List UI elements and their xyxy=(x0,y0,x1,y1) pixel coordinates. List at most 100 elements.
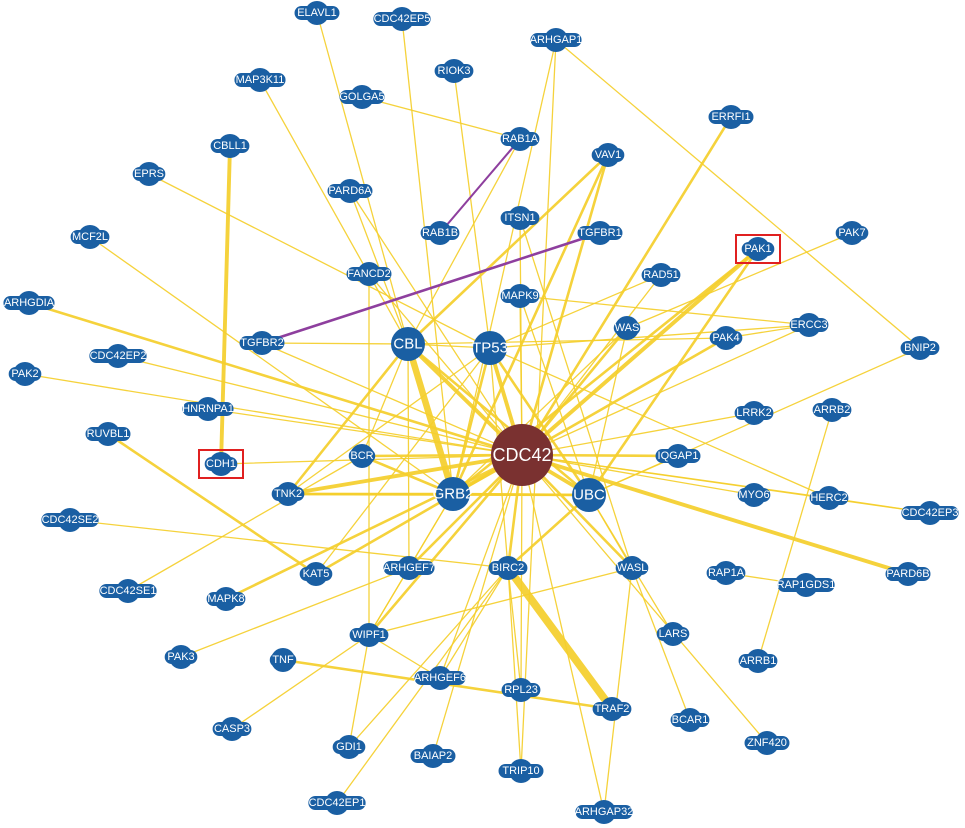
node-cdh1[interactable]: CDH1 xyxy=(204,452,238,476)
node-arhgap1[interactable]: ARHGAP1 xyxy=(530,28,583,52)
node-pill xyxy=(641,268,681,282)
node-label: LARS xyxy=(659,628,688,640)
node-ubc[interactable]: UBC xyxy=(572,478,606,512)
node-bcr[interactable]: BCR xyxy=(348,444,376,468)
node-bnip2[interactable]: BNIP2 xyxy=(900,336,940,360)
edge-birc2-cdc42ep1 xyxy=(336,567,509,804)
node-pill xyxy=(812,403,852,417)
edge-tp53-kat5 xyxy=(315,347,491,575)
node-mapk8[interactable]: MAPK8 xyxy=(206,587,246,611)
node-tp53[interactable]: TP53 xyxy=(472,331,508,365)
node-wipf1[interactable]: WIPF1 xyxy=(349,623,389,647)
node-label: EPRS xyxy=(134,168,164,180)
node-rap1gds1[interactable]: RAP1GDS1 xyxy=(777,573,836,597)
edge-birc2-trip10 xyxy=(507,567,522,772)
node-eprs[interactable]: EPRS xyxy=(132,162,166,186)
node-itsn1[interactable]: ITSN1 xyxy=(500,206,540,230)
node-map3k11[interactable]: MAP3K11 xyxy=(234,68,286,92)
node-iqgap1[interactable]: IQGAP1 xyxy=(655,444,701,468)
node-baiap2[interactable]: BAIAP2 xyxy=(410,744,456,768)
node-gdi1[interactable]: GDI1 xyxy=(332,735,366,759)
node-rab1b[interactable]: RAB1B xyxy=(420,221,460,245)
node-cbl[interactable]: CBL xyxy=(391,327,425,361)
node-myo6[interactable]: MYO6 xyxy=(737,483,771,507)
node-elavl1[interactable]: ELAVL1 xyxy=(294,1,340,25)
node-pak1[interactable]: PAK1 xyxy=(741,237,775,261)
node-pill xyxy=(577,226,623,240)
node-pak4[interactable]: PAK4 xyxy=(709,326,743,350)
node-cdc42ep3[interactable]: CDC42EP3 xyxy=(901,501,959,525)
node-was[interactable]: WAS xyxy=(613,316,641,340)
node-trip10[interactable]: TRIP10 xyxy=(498,759,544,783)
edge-birc2-cdc42se2 xyxy=(69,519,509,569)
node-traf2[interactable]: TRAF2 xyxy=(592,697,632,721)
node-znf420[interactable]: ZNF420 xyxy=(744,731,790,755)
node-vav1[interactable]: VAV1 xyxy=(591,143,625,167)
node-pill xyxy=(809,491,849,505)
node-pard6a[interactable]: PARD6A xyxy=(327,179,373,203)
node-cdc42se1[interactable]: CDC42SE1 xyxy=(99,579,157,603)
node-label: MAPK8 xyxy=(207,593,244,605)
edge-wasl-bcar1 xyxy=(631,567,691,721)
node-casp3[interactable]: CASP3 xyxy=(212,717,252,741)
node-bcar1[interactable]: BCAR1 xyxy=(670,708,710,732)
node-rap1a[interactable]: RAP1A xyxy=(706,561,746,585)
node-arrb2[interactable]: ARRB2 xyxy=(812,398,852,422)
node-label: VAV1 xyxy=(595,149,622,161)
node-pill xyxy=(89,349,147,363)
node-mapk9[interactable]: MAPK9 xyxy=(500,284,540,308)
node-riok3[interactable]: RIOK3 xyxy=(434,59,474,83)
node-tgfbr2[interactable]: TGFBR2 xyxy=(239,331,285,355)
node-pill xyxy=(204,457,238,471)
edge-cdc42ep5-grb2 xyxy=(401,18,454,495)
node-rpl23[interactable]: RPL23 xyxy=(501,678,541,702)
node-tgfbr1[interactable]: TGFBR1 xyxy=(577,221,623,245)
node-mcf2l[interactable]: MCF2L xyxy=(70,225,110,249)
node-errfi1[interactable]: ERRFI1 xyxy=(708,105,754,129)
node-tnf[interactable]: TNF xyxy=(269,648,297,672)
node-cdc42ep5[interactable]: CDC42EP5 xyxy=(373,7,431,31)
node-cdc42ep2[interactable]: CDC42EP2 xyxy=(89,344,147,368)
node-herc2[interactable]: HERC2 xyxy=(809,486,849,510)
node-tnk2[interactable]: TNK2 xyxy=(271,482,305,506)
node-golga5[interactable]: GOLGA5 xyxy=(339,85,385,109)
node-ruvbl1[interactable]: RUVBL1 xyxy=(85,422,131,446)
node-pak2[interactable]: PAK2 xyxy=(8,362,42,386)
node-cdc42[interactable]: CDC42 xyxy=(491,424,553,486)
node-fancd2[interactable]: FANCD2 xyxy=(346,262,392,286)
node-rab1a[interactable]: RAB1A xyxy=(500,127,540,151)
node-birc2[interactable]: BIRC2 xyxy=(488,556,528,580)
edge-cdc42-lrrk2 xyxy=(521,412,755,456)
node-pard6b[interactable]: PARD6B xyxy=(885,562,931,586)
edge-cdc42-pak1 xyxy=(520,247,760,457)
node-cbll1[interactable]: CBLL1 xyxy=(210,134,250,158)
node-pak3[interactable]: PAK3 xyxy=(164,645,198,669)
node-arrb1[interactable]: ARRB1 xyxy=(738,649,778,673)
node-lrrk2[interactable]: LRRK2 xyxy=(734,401,774,425)
node-label: HERC2 xyxy=(810,492,847,504)
edge-cdc42-arhgef6 xyxy=(439,454,523,679)
node-pill xyxy=(501,683,541,697)
node-label: CDC42EP5 xyxy=(374,13,431,25)
node-rad51[interactable]: RAD51 xyxy=(641,263,681,287)
node-cdc42ep1[interactable]: CDC42EP1 xyxy=(308,791,366,815)
node-arhgdia[interactable]: ARHGDIA xyxy=(3,291,55,315)
node-label: BIRC2 xyxy=(492,562,524,574)
node-pill xyxy=(734,406,774,420)
node-cdc42se2[interactable]: CDC42SE2 xyxy=(41,508,99,532)
node-wasl[interactable]: WASL xyxy=(615,556,649,580)
node-arhgef7[interactable]: ARHGEF7 xyxy=(383,556,435,580)
node-lars[interactable]: LARS xyxy=(656,622,690,646)
node-label: MAPK9 xyxy=(501,290,538,302)
edge-ercc3-mapk9 xyxy=(519,295,810,326)
node-pak7[interactable]: PAK7 xyxy=(835,221,869,245)
node-hnrnpa1[interactable]: HNRNPA1 xyxy=(182,397,234,421)
node-kat5[interactable]: KAT5 xyxy=(299,562,333,586)
edge-cbl-ubc xyxy=(406,342,591,497)
edge-arhgap1-trip10 xyxy=(520,39,557,772)
node-ercc3[interactable]: ERCC3 xyxy=(789,313,829,337)
node-arhgef6[interactable]: ARHGEF6 xyxy=(414,666,466,690)
node-grb2[interactable]: GRB2 xyxy=(433,477,474,511)
node-arhgap32[interactable]: ARHGAP32 xyxy=(575,800,634,824)
